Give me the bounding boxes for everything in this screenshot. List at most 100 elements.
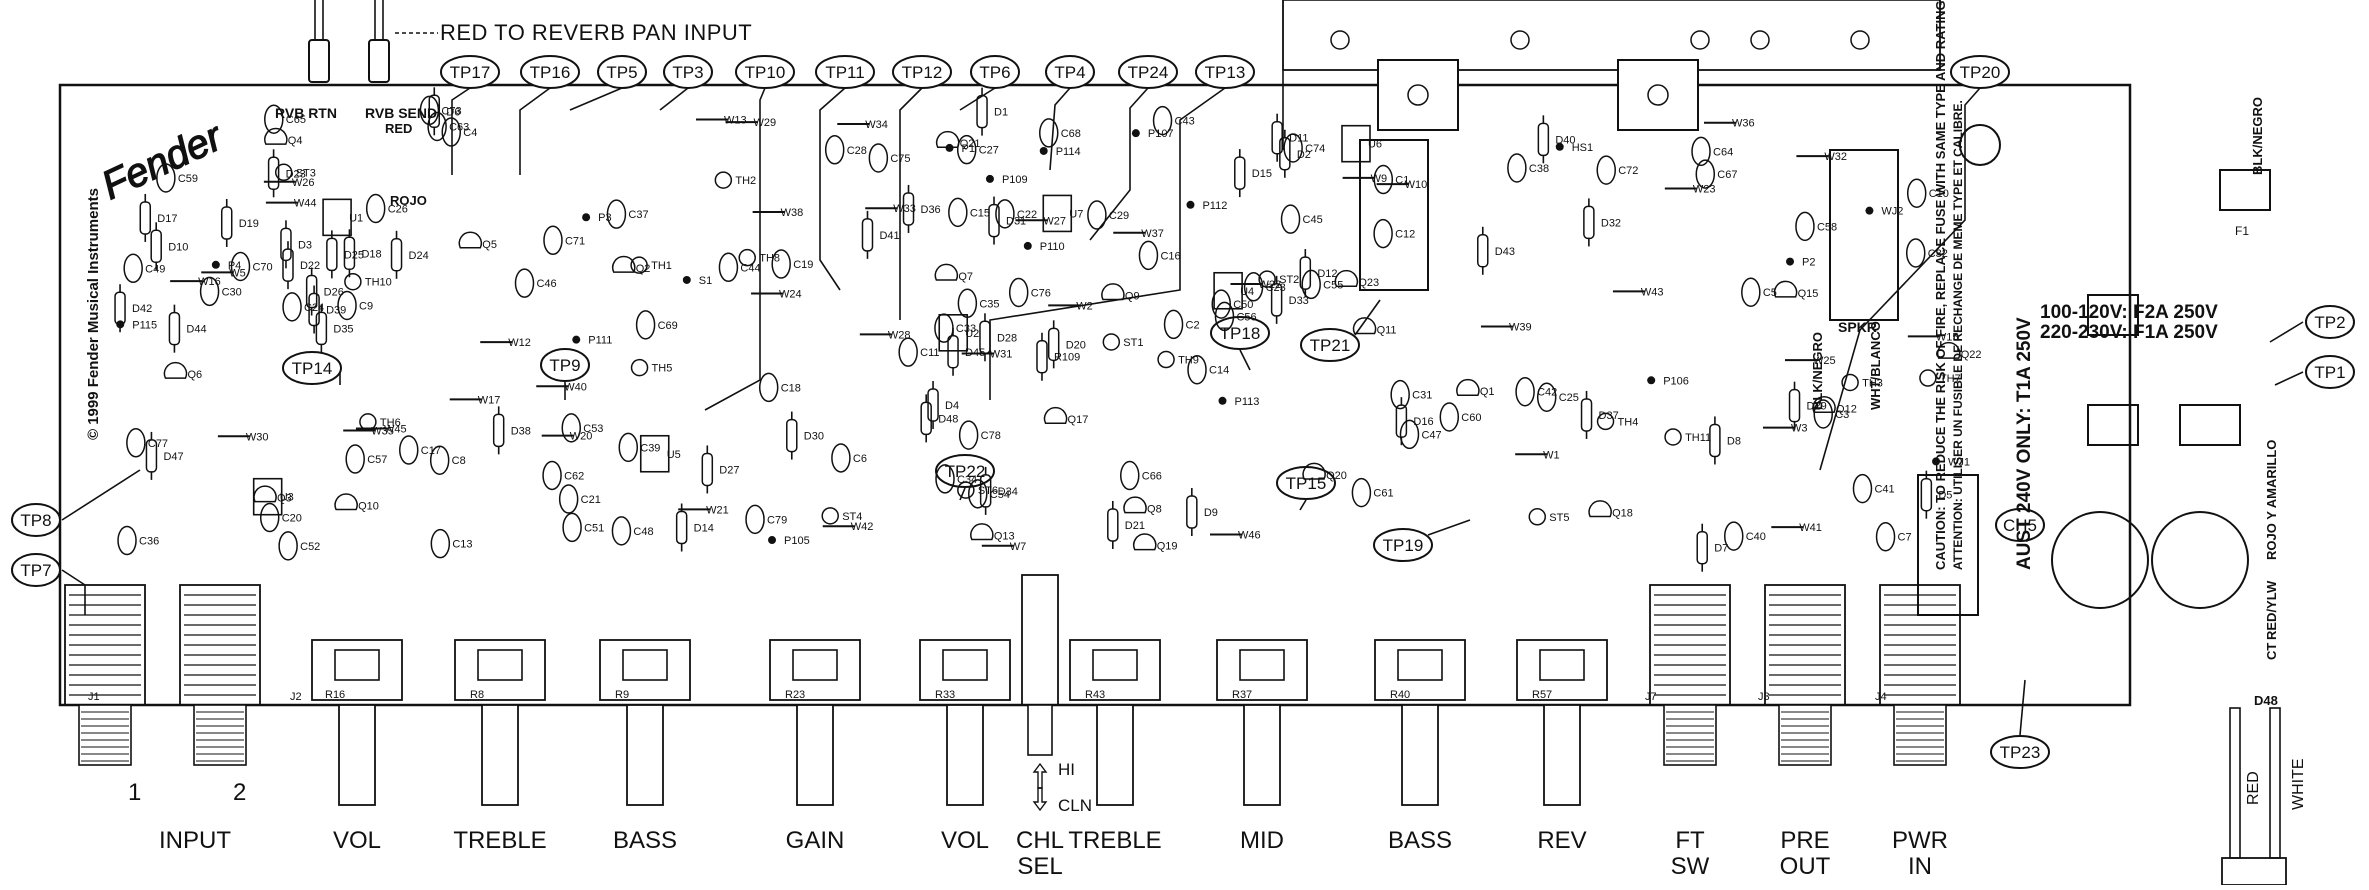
component-label: C8 bbox=[452, 455, 466, 467]
component-w39: W39 bbox=[1480, 322, 1532, 334]
component-th6: TH6 bbox=[359, 413, 401, 431]
component-c36: C36 bbox=[117, 525, 159, 556]
component-c7: C7 bbox=[1875, 521, 1912, 552]
component-d43: D43 bbox=[1477, 226, 1515, 275]
component-c5: C5 bbox=[1741, 277, 1777, 307]
component-label: C19 bbox=[793, 259, 813, 271]
component-label: C38 bbox=[1529, 163, 1549, 175]
component-d16: D16 bbox=[1395, 397, 1434, 446]
control-label: TREBLE bbox=[453, 827, 546, 854]
component-label: D15 bbox=[1252, 168, 1272, 180]
control-label: INPUT bbox=[159, 827, 231, 854]
component-label: P107 bbox=[1148, 128, 1174, 140]
component-c44: C44 bbox=[718, 252, 761, 283]
component-c57: C57 bbox=[345, 444, 387, 474]
component-c77: C77 bbox=[126, 428, 168, 458]
control-gain-4: GAIN bbox=[769, 639, 861, 854]
component-label: D43 bbox=[1495, 246, 1515, 258]
component-label: D28 bbox=[997, 332, 1017, 344]
caution-text: CAUTION: TO REDUCE THE RISK OF FIRE, REP… bbox=[1933, 0, 1948, 570]
component-d28: D28 bbox=[979, 313, 1017, 362]
component-c26: C26 bbox=[365, 193, 408, 224]
component-label: C75 bbox=[890, 153, 910, 165]
component-label: TH5 bbox=[652, 363, 673, 375]
filter-capacitor bbox=[2051, 511, 2149, 609]
wire-red-label: RED bbox=[2245, 771, 2262, 805]
component-label: C62 bbox=[564, 470, 584, 482]
test-point-tp22: TP22 bbox=[935, 454, 995, 501]
component-c60: C60 bbox=[1439, 402, 1481, 432]
component-label: D7 bbox=[1714, 543, 1728, 555]
control-label: BASS bbox=[1388, 827, 1452, 854]
component-label: ST6 bbox=[978, 485, 998, 497]
component-d48: D48 bbox=[920, 394, 958, 443]
test-point-label: TP13 bbox=[1205, 63, 1246, 82]
component-label: TH8 bbox=[759, 253, 780, 265]
component-c14: C14 bbox=[1187, 354, 1229, 385]
jack-ref-j3: J3 bbox=[1758, 691, 1770, 703]
component-label: C22 bbox=[1017, 209, 1037, 221]
component-c71: C71 bbox=[543, 225, 585, 256]
component-c55: C55 bbox=[1301, 269, 1343, 300]
component-q4: Q4 bbox=[264, 127, 302, 147]
control-rev-10: REV bbox=[1516, 639, 1608, 854]
component-r109: R109 bbox=[1036, 332, 1080, 381]
component-label: C15 bbox=[970, 207, 990, 219]
component-d21: D21 bbox=[1107, 500, 1145, 549]
component-label: C6 bbox=[853, 453, 867, 465]
rojo-label: ROJO bbox=[390, 193, 427, 208]
test-point-tp11: TP11 bbox=[815, 55, 875, 291]
test-point-tp24: TP24 bbox=[1089, 55, 1178, 241]
component-label: D22 bbox=[300, 260, 320, 272]
test-point-label: TP7 bbox=[20, 561, 51, 580]
component-th3: TH3 bbox=[1841, 373, 1883, 392]
component-label: P115 bbox=[132, 319, 157, 331]
component-label: C39 bbox=[640, 442, 660, 454]
component-d17: D17 bbox=[139, 193, 177, 242]
component-u5: U5 bbox=[639, 434, 681, 473]
component-label: Q15 bbox=[1798, 288, 1819, 300]
component-label: D2 bbox=[1297, 149, 1311, 161]
component-label: P1 bbox=[962, 143, 975, 155]
test-point-tp3: TP3 bbox=[659, 55, 713, 111]
component-w29: W29 bbox=[725, 117, 776, 129]
component-label: Q13 bbox=[994, 531, 1015, 543]
component-p110: P110 bbox=[1023, 241, 1065, 253]
component-label: D47 bbox=[163, 451, 183, 463]
component-c21: C21 bbox=[558, 484, 601, 514]
component-label: W15 bbox=[1936, 331, 1959, 343]
control-vol-5: VOL bbox=[919, 639, 1011, 854]
component-d33: D33 bbox=[1270, 275, 1309, 324]
component-label: D3 bbox=[298, 239, 312, 251]
component-label: D33 bbox=[1289, 295, 1309, 307]
component-d9: D9 bbox=[1186, 488, 1218, 537]
component-label: C69 bbox=[658, 320, 678, 332]
switch-hi-label: HI bbox=[1058, 760, 1075, 779]
component-label: D16 bbox=[1413, 416, 1433, 428]
component-label: U3 bbox=[280, 492, 294, 504]
component-label: Q22 bbox=[1961, 349, 1982, 361]
component-c2: C2 bbox=[1163, 309, 1200, 340]
component-label: W31 bbox=[990, 348, 1013, 360]
component-label: ST3 bbox=[296, 167, 316, 179]
component-w12: W12 bbox=[480, 337, 531, 349]
pot-ref-r16: R16 bbox=[325, 689, 345, 701]
component-label: WJ2 bbox=[1881, 206, 1903, 218]
component-label: S1 bbox=[699, 275, 712, 287]
component-label: C65 bbox=[286, 114, 306, 126]
component-d12: D12 bbox=[1299, 249, 1338, 298]
component-th7: TH7 bbox=[1919, 369, 1961, 387]
component-c18: C18 bbox=[758, 372, 801, 403]
component-u4: U4 bbox=[1213, 271, 1254, 310]
component-th9: TH9 bbox=[1157, 350, 1199, 369]
component-w44: W44 bbox=[265, 198, 317, 210]
component-label: W46 bbox=[1238, 529, 1261, 541]
component-label: W39 bbox=[1509, 322, 1532, 334]
component-w10: W10 bbox=[1376, 179, 1427, 191]
component-c45: C45 bbox=[1280, 204, 1323, 234]
component-label: W38 bbox=[781, 207, 804, 219]
component-label: Q5 bbox=[482, 239, 497, 251]
